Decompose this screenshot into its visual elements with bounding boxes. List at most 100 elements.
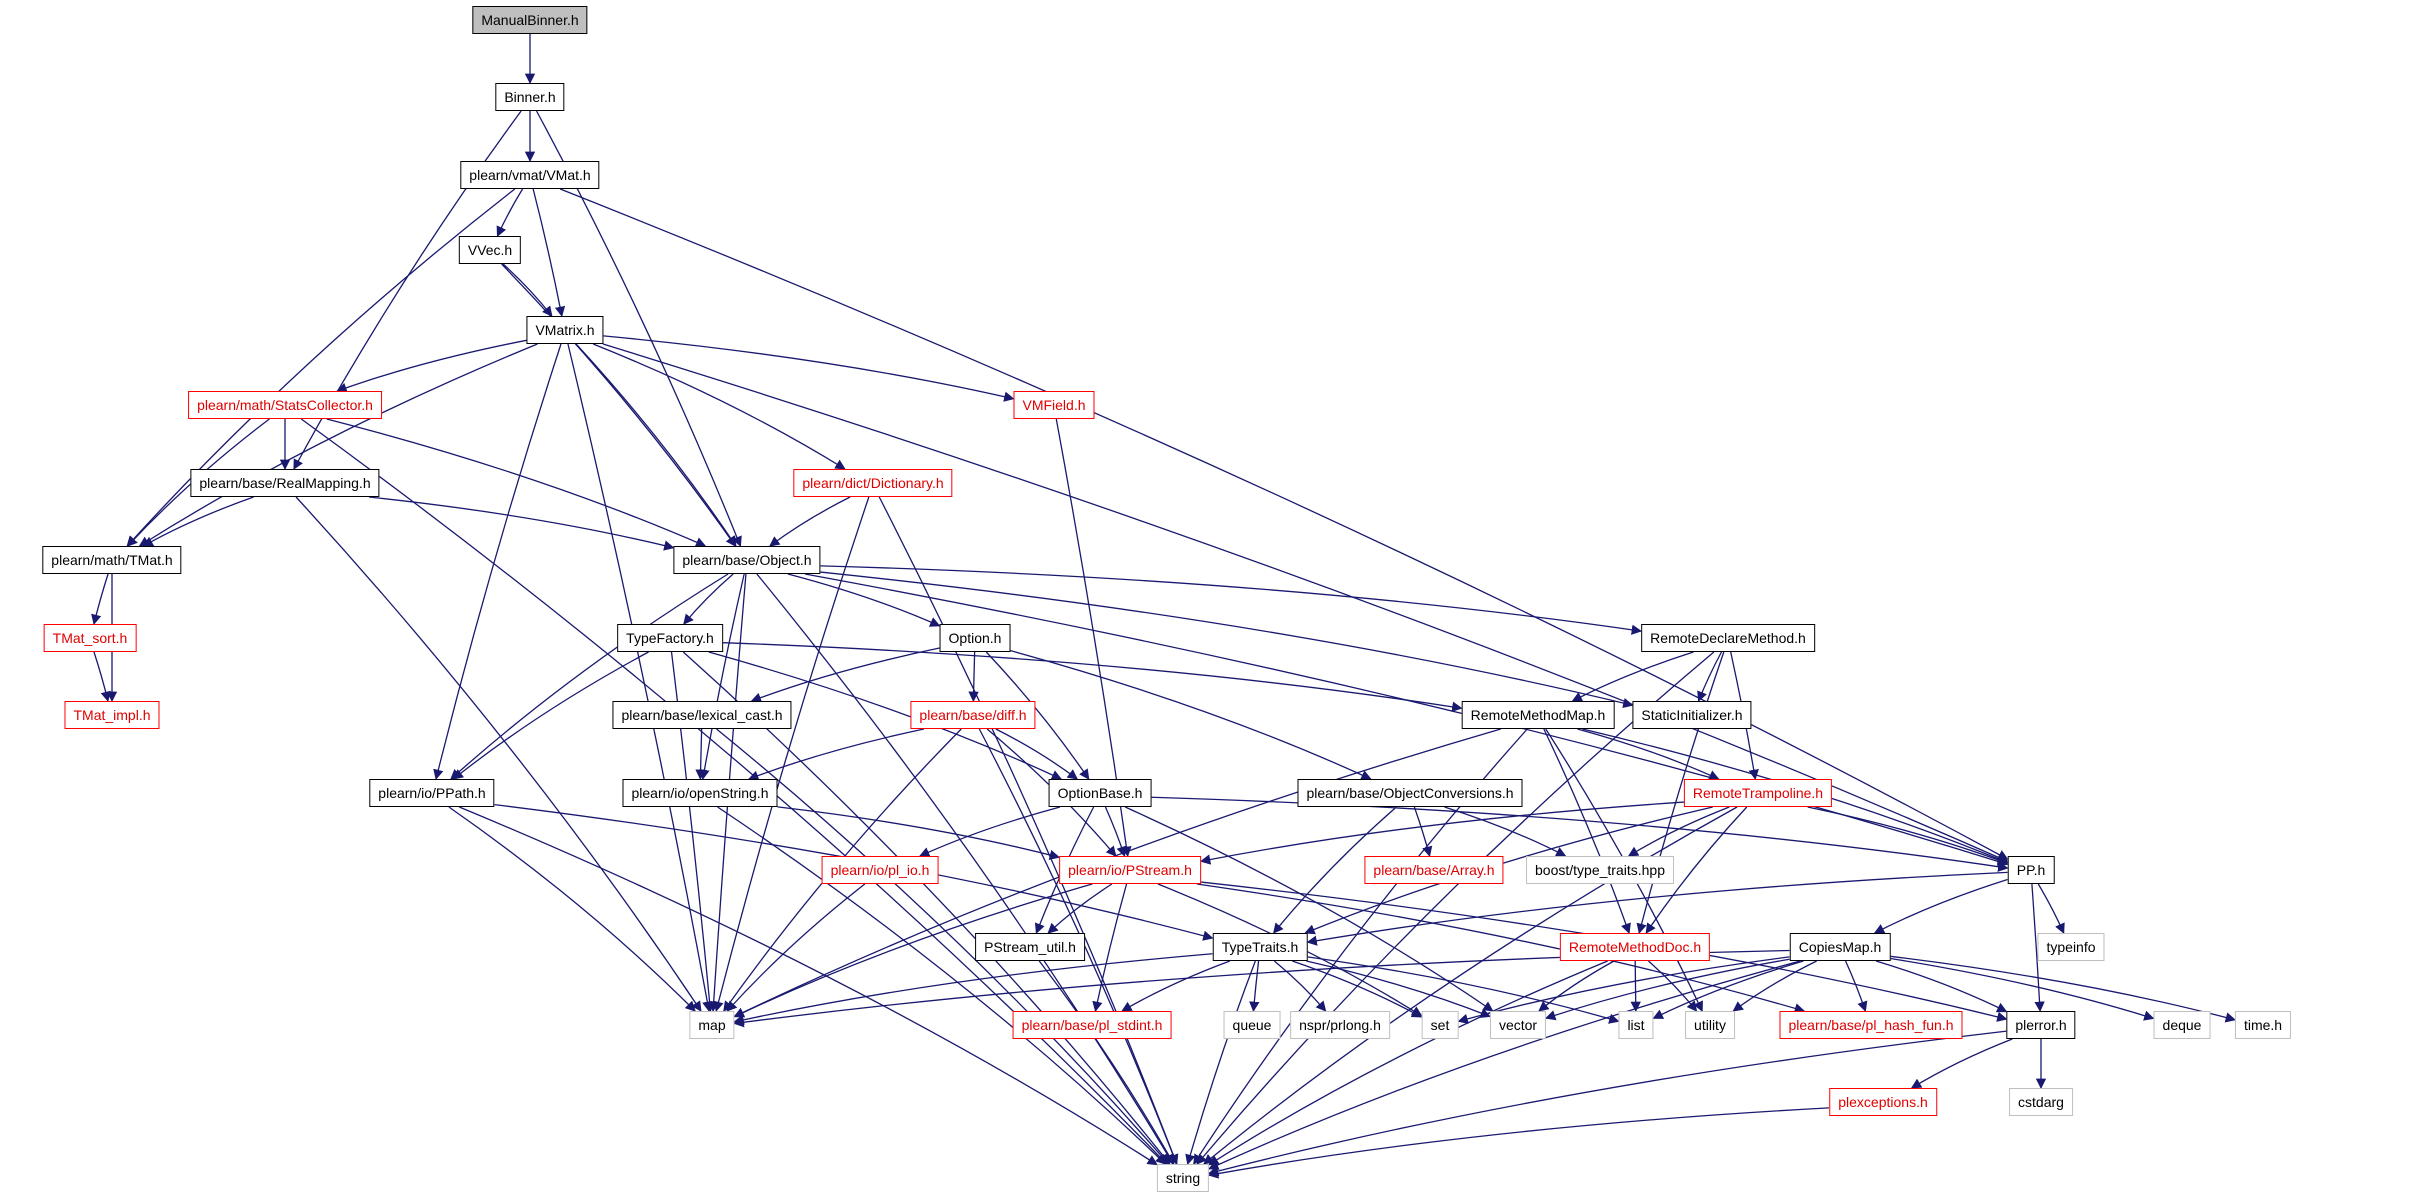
file-node-copiesmap[interactable]: CopiesMap.h bbox=[1789, 933, 1891, 961]
file-node-binner[interactable]: Binner.h bbox=[495, 83, 565, 111]
file-node-timeh[interactable]: time.h bbox=[2234, 1011, 2292, 1039]
file-node-label: queue bbox=[1232, 1017, 1272, 1033]
file-node-label: plearn/base/Array.h bbox=[1373, 862, 1495, 878]
include-edge bbox=[1807, 806, 2009, 865]
file-node-rtramp[interactable]: RemoteTrampoline.h bbox=[1683, 779, 1833, 807]
include-edge bbox=[336, 339, 527, 393]
file-node-label: plearn/base/Object.h bbox=[682, 552, 812, 568]
include-edge bbox=[567, 343, 713, 1013]
file-node-string[interactable]: string bbox=[1156, 1164, 1210, 1192]
file-node-dict[interactable]: plearn/dict/Dictionary.h bbox=[793, 469, 953, 497]
include-edge bbox=[1444, 806, 1567, 857]
include-edge bbox=[1306, 960, 1491, 1018]
include-edge bbox=[448, 806, 696, 1012]
file-node-vector[interactable]: vector bbox=[1489, 1011, 1547, 1039]
file-node-queue[interactable]: queue bbox=[1223, 1011, 1281, 1039]
include-edge bbox=[1636, 651, 1725, 935]
file-node-label: TMat_sort.h bbox=[52, 630, 128, 646]
file-node-label: plearn/base/pl_hash_fun.h bbox=[1788, 1017, 1954, 1033]
file-node-label: VVec.h bbox=[467, 242, 513, 258]
file-node-label: TMat_impl.h bbox=[73, 707, 151, 723]
file-node-rdm[interactable]: RemoteDeclareMethod.h bbox=[1641, 624, 1815, 652]
include-edge bbox=[1047, 883, 1113, 934]
file-node-optbase[interactable]: OptionBase.h bbox=[1048, 779, 1152, 807]
file-node-label: plearn/math/TMat.h bbox=[51, 552, 173, 568]
file-node-vmat[interactable]: plearn/vmat/VMat.h bbox=[460, 161, 600, 189]
include-edge bbox=[1538, 960, 1615, 1012]
file-node-root[interactable]: ManualBinner.h bbox=[472, 6, 588, 34]
file-node-staticinit[interactable]: StaticInitializer.h bbox=[1632, 701, 1752, 729]
file-node-label: plearn/io/PPath.h bbox=[378, 785, 486, 801]
include-edge bbox=[733, 953, 1213, 1025]
include-edge bbox=[459, 806, 1158, 1166]
file-node-stats[interactable]: plearn/math/StatsCollector.h bbox=[188, 391, 382, 419]
file-node-typeinfo[interactable]: typeinfo bbox=[2037, 933, 2105, 961]
file-node-option[interactable]: Option.h bbox=[939, 624, 1011, 652]
include-edge bbox=[1292, 960, 1423, 1018]
file-node-typetraits[interactable]: TypeTraits.h bbox=[1212, 933, 1308, 961]
file-node-label: plerror.h bbox=[2015, 1017, 2067, 1033]
file-node-vmfield[interactable]: VMField.h bbox=[1013, 391, 1095, 419]
include-edge bbox=[1208, 960, 1608, 1166]
include-edge bbox=[1890, 955, 2237, 1023]
file-node-plerror[interactable]: plerror.h bbox=[2006, 1011, 2076, 1039]
file-node-label: Option.h bbox=[948, 630, 1002, 646]
file-node-deque[interactable]: deque bbox=[2153, 1011, 2211, 1039]
file-node-rmm[interactable]: RemoteMethodMap.h bbox=[1461, 701, 1615, 729]
file-node-label: plexceptions.h bbox=[1838, 1094, 1928, 1110]
file-node-hashfun[interactable]: plearn/base/pl_hash_fun.h bbox=[1779, 1011, 1963, 1039]
file-node-label: RemoteMethodMap.h bbox=[1470, 707, 1606, 723]
file-node-utility[interactable]: utility bbox=[1685, 1011, 1735, 1039]
file-node-label: list bbox=[1627, 1017, 1645, 1033]
file-node-stdint[interactable]: plearn/base/pl_stdint.h bbox=[1012, 1011, 1172, 1039]
file-node-list[interactable]: list bbox=[1618, 1011, 1654, 1039]
file-node-tmatsort[interactable]: TMat_sort.h bbox=[43, 624, 137, 652]
file-node-boosttt[interactable]: boost/type_traits.hpp bbox=[1526, 856, 1674, 884]
file-node-diff[interactable]: plearn/base/diff.h bbox=[910, 701, 1036, 729]
file-node-label: OptionBase.h bbox=[1057, 785, 1143, 801]
file-node-vmatrix[interactable]: VMatrix.h bbox=[526, 316, 604, 344]
file-node-vvec[interactable]: VVec.h bbox=[458, 236, 522, 264]
include-edge bbox=[787, 573, 941, 627]
file-node-pp[interactable]: PP.h bbox=[2007, 856, 2055, 884]
include-edge bbox=[502, 263, 553, 317]
include-edge bbox=[699, 573, 745, 781]
include-edge bbox=[1038, 960, 1175, 1165]
include-edge bbox=[91, 573, 109, 626]
include-edge bbox=[532, 188, 566, 318]
include-edge bbox=[820, 565, 1643, 635]
include-edge bbox=[748, 728, 925, 781]
file-node-openstring[interactable]: plearn/io/openString.h bbox=[622, 779, 778, 807]
file-node-map[interactable]: map bbox=[689, 1011, 735, 1039]
file-node-label: typeinfo bbox=[2046, 939, 2096, 955]
include-edge bbox=[1571, 651, 1694, 702]
file-node-tmat[interactable]: plearn/math/TMat.h bbox=[42, 546, 182, 574]
file-node-pstream[interactable]: plearn/io/PStream.h bbox=[1059, 856, 1201, 884]
include-edge bbox=[708, 651, 1063, 780]
file-node-tmatimpl[interactable]: TMat_impl.h bbox=[64, 701, 160, 729]
file-node-label: vector bbox=[1498, 1017, 1538, 1033]
file-node-label: VMatrix.h bbox=[535, 322, 595, 338]
file-node-plexc[interactable]: plexceptions.h bbox=[1829, 1088, 1937, 1116]
include-edge bbox=[1203, 806, 1738, 1165]
file-node-psutil[interactable]: PStream_util.h bbox=[975, 933, 1085, 961]
file-node-object[interactable]: plearn/base/Object.h bbox=[673, 546, 821, 574]
file-node-lexcast[interactable]: plearn/base/lexical_cast.h bbox=[612, 701, 792, 729]
include-edge bbox=[603, 335, 1015, 402]
file-node-set[interactable]: set bbox=[1421, 1011, 1459, 1039]
file-node-label: deque bbox=[2162, 1017, 2202, 1033]
file-node-label: plearn/io/PStream.h bbox=[1068, 862, 1192, 878]
file-node-label: plearn/math/StatsCollector.h bbox=[197, 397, 373, 413]
file-node-cstdarg[interactable]: cstdarg bbox=[2009, 1088, 2073, 1116]
file-node-array[interactable]: plearn/base/Array.h bbox=[1364, 856, 1504, 884]
file-node-nspr[interactable]: nspr/prlong.h bbox=[1290, 1011, 1390, 1039]
file-node-rmdoc[interactable]: RemoteMethodDoc.h bbox=[1559, 933, 1711, 961]
file-node-realmap[interactable]: plearn/base/RealMapping.h bbox=[190, 469, 380, 497]
file-node-typefactory[interactable]: TypeFactory.h bbox=[617, 624, 723, 652]
include-edge bbox=[820, 571, 1634, 709]
include-edge bbox=[559, 188, 2009, 860]
include-edge bbox=[878, 496, 1179, 1165]
file-node-plio[interactable]: plearn/io/pl_io.h bbox=[821, 856, 939, 884]
file-node-objconv[interactable]: plearn/base/ObjectConversions.h bbox=[1297, 779, 1523, 807]
file-node-ppath[interactable]: plearn/io/PPath.h bbox=[369, 779, 495, 807]
